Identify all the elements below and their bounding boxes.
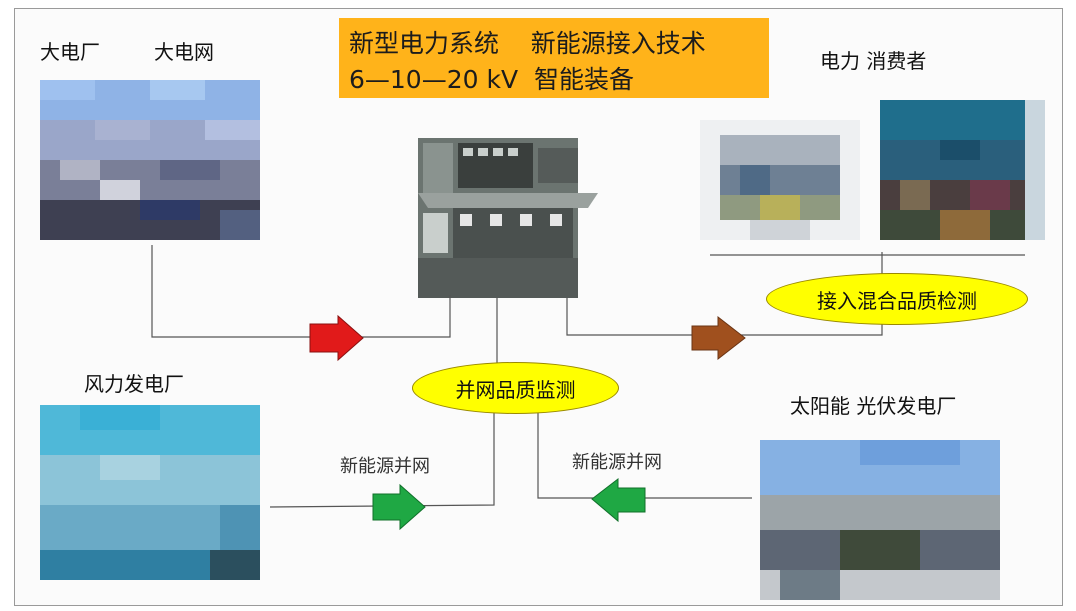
label-solar-plant: 太阳能 光伏发电厂	[790, 394, 957, 418]
line-big-plant-to-cabinet	[151, 245, 451, 338]
consumers-left-mosaic	[700, 120, 860, 240]
consumers-right-mosaic	[880, 100, 1045, 240]
photo-consumers-right	[880, 100, 1045, 240]
photo-consumers-left	[700, 120, 860, 240]
label-new-energy-grid-left: 新能源并网	[340, 456, 430, 477]
line-solar-to-grid	[537, 410, 752, 499]
solar-plant-mosaic	[760, 440, 1000, 600]
photo-wind-plant	[40, 405, 260, 580]
big-plant-mosaic	[40, 80, 260, 240]
label-consumers: 电力 消费者	[820, 49, 927, 73]
label-big-plant: 大电厂	[40, 40, 100, 64]
label-new-energy-grid-right: 新能源并网	[572, 452, 662, 473]
line-wind-to-grid	[269, 410, 495, 508]
photo-solar-plant	[760, 440, 1000, 600]
ellipse-grid-quality: 并网品质监测	[412, 362, 619, 414]
green-arrow-right-icon	[372, 483, 426, 531]
switchgear-cabinet-graphic	[418, 138, 598, 298]
green-arrow-left-icon	[591, 477, 646, 523]
photo-big-plant	[40, 80, 260, 240]
title-box: 新型电力系统 新能源接入技术 6—10—20 kV 智能装备	[339, 18, 769, 98]
title-line-2: 6—10—20 kV 智能装备	[349, 65, 634, 94]
title-line-1: 新型电力系统 新能源接入技术	[349, 29, 706, 58]
red-arrow-icon	[309, 314, 364, 362]
ellipse-access-quality: 接入混合品质检测	[766, 273, 1028, 325]
switchgear-cabinet	[418, 138, 598, 298]
wind-plant-mosaic	[40, 405, 260, 580]
label-wind-plant: 风力发电厂	[84, 372, 184, 396]
label-big-grid: 大电网	[154, 40, 214, 64]
brown-arrow-icon	[691, 315, 746, 361]
